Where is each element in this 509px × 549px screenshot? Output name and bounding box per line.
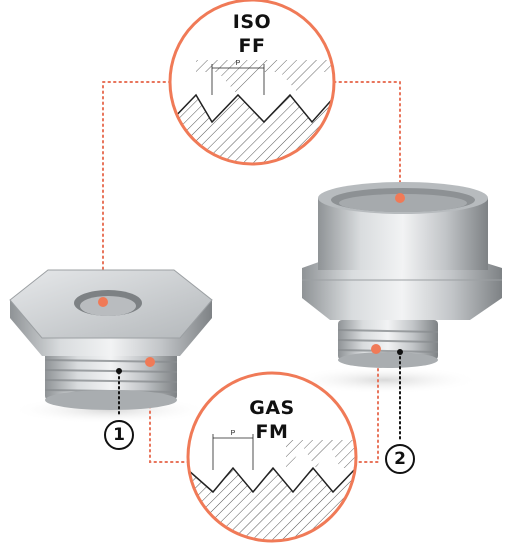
gas-fm-label: GAS FM — [240, 396, 304, 444]
marker-1: 1 — [104, 420, 134, 450]
accent-points — [98, 193, 405, 367]
fitting-right — [302, 182, 502, 368]
gas-label: GAS — [249, 397, 295, 419]
fm-label: FM — [255, 421, 289, 443]
gas-pitch-label: P — [231, 430, 236, 437]
callout-gas-fm: P — [186, 371, 358, 543]
number-leaders — [118, 351, 401, 441]
fitting-left — [9, 269, 213, 410]
marker-2: 2 — [385, 444, 415, 474]
iso-label: ISO — [232, 11, 272, 33]
iso-pitch-label: P — [236, 60, 241, 67]
callout-iso-ff: P — [168, 0, 336, 166]
ff-label: FF — [238, 35, 266, 57]
iso-ff-label: ISO FF — [220, 10, 284, 58]
